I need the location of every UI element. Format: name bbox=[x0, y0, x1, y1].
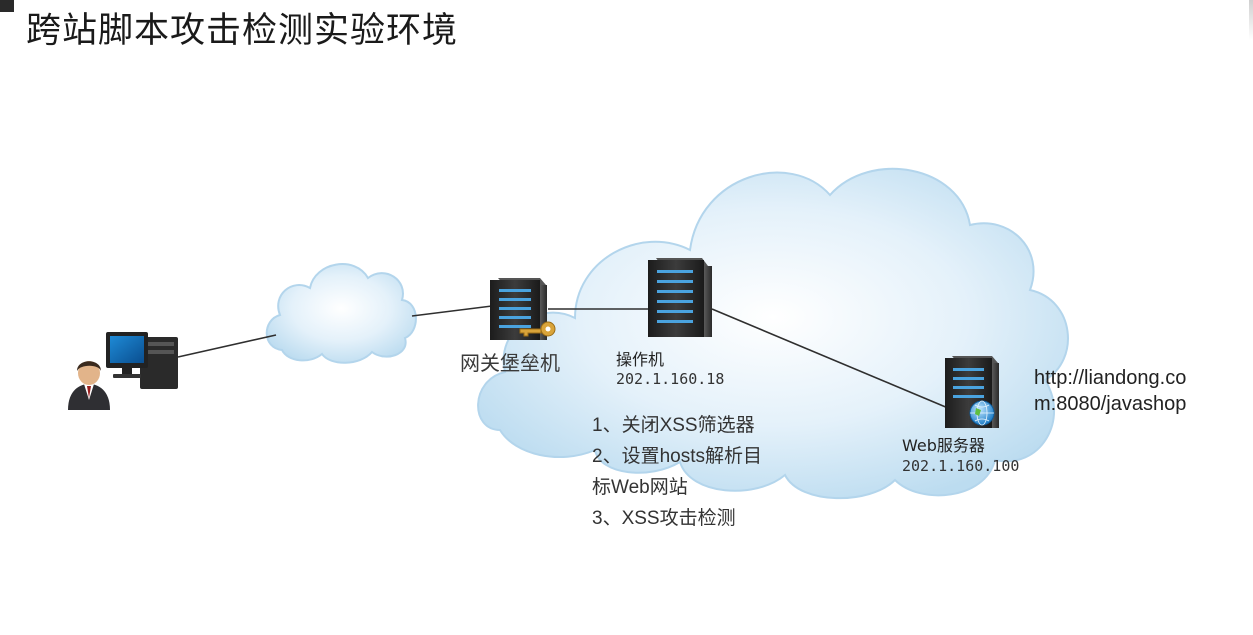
web-server-ip: 202.1.160.100 bbox=[902, 457, 1020, 475]
operator-ip: 202.1.160.18 bbox=[616, 370, 725, 388]
step-item: 1、关闭XSS筛选器 bbox=[592, 415, 755, 436]
operator-label: 操作机 bbox=[616, 350, 665, 369]
target-url: http://liandong.co m:8080/javashop bbox=[1034, 365, 1229, 417]
globe-icon bbox=[969, 400, 995, 426]
key-icon bbox=[519, 321, 556, 337]
target-url-line: m:8080/javashop bbox=[1034, 393, 1187, 415]
steps-list: 1、关闭XSS筛选器 2、设置hosts解析目 标Web网站 3、XSS攻击检测 bbox=[592, 410, 762, 534]
step-item: 2、设置hosts解析目 bbox=[592, 446, 762, 467]
web-server-label: Web服务器 bbox=[902, 436, 985, 455]
step-item: 3、XSS攻击检测 bbox=[592, 508, 736, 529]
corner-shadow bbox=[1249, 0, 1253, 40]
page-title: 跨站脚本攻击检测实验环境 bbox=[26, 11, 459, 51]
desktop-pc-icon bbox=[106, 332, 178, 389]
step-item: 标Web网站 bbox=[592, 477, 688, 498]
small-cloud-icon bbox=[265, 263, 417, 364]
connection-lines bbox=[177, 305, 949, 409]
operator-server-icon bbox=[648, 258, 712, 337]
large-cloud-icon bbox=[477, 167, 1069, 500]
user-icon bbox=[68, 361, 110, 410]
gateway-label: 网关堡垒机 bbox=[460, 351, 560, 375]
corner-mark bbox=[0, 0, 14, 12]
target-url-line: http://liandong.co bbox=[1034, 367, 1187, 389]
